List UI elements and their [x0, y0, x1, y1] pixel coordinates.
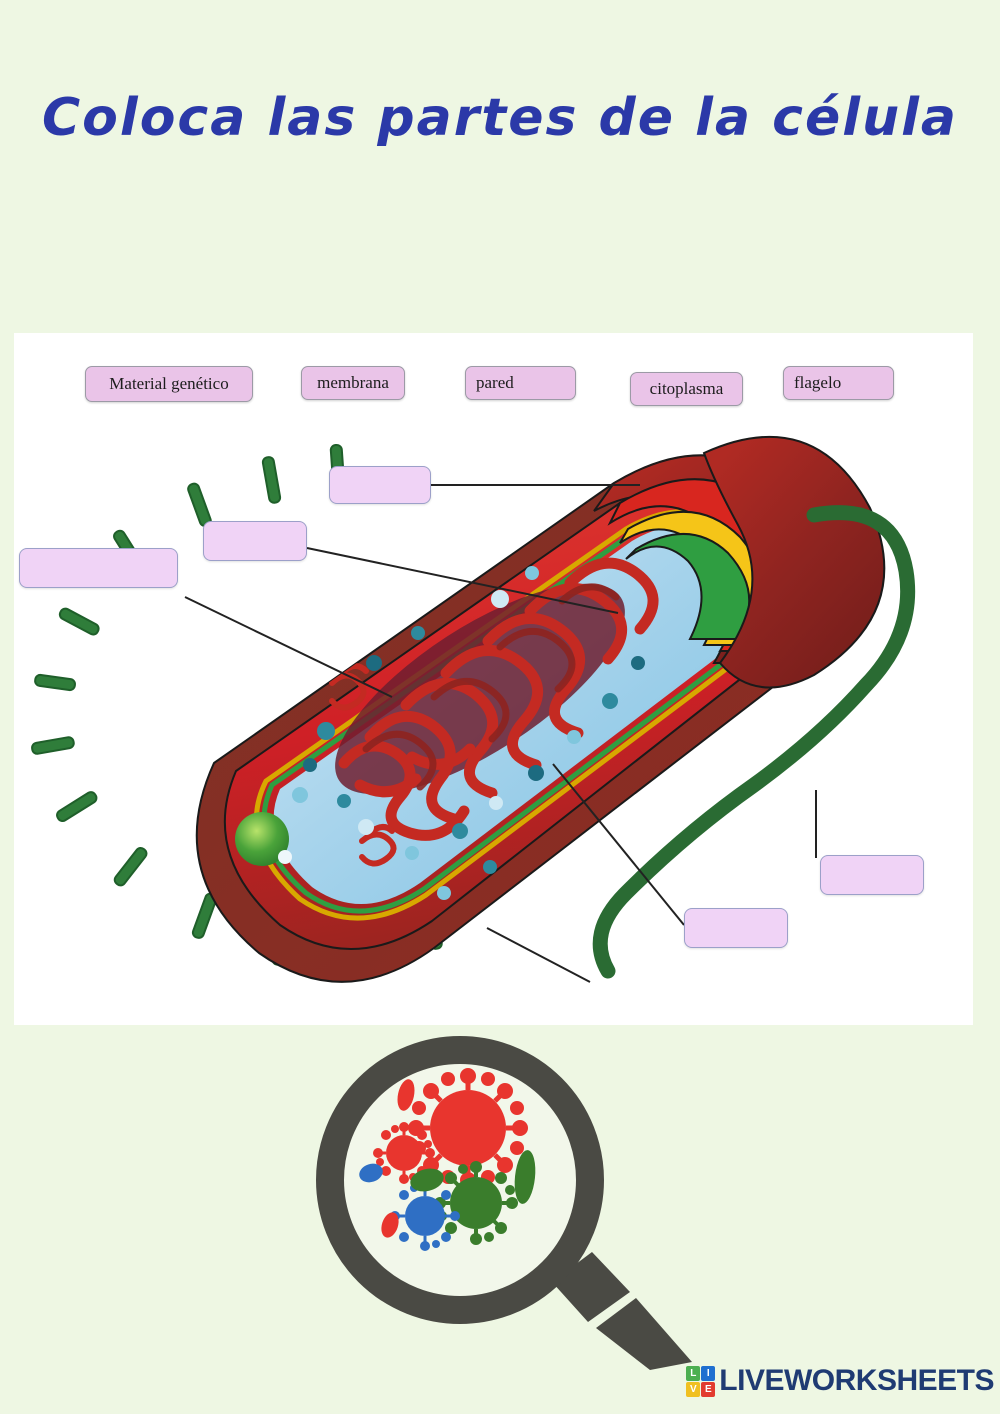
bacillus-red-top	[397, 1079, 415, 1111]
drop-target-upper-left[interactable]	[203, 521, 307, 561]
leader-pili	[486, 927, 591, 983]
word-chip-pared[interactable]: pared	[465, 366, 576, 400]
drop-target-top[interactable]	[329, 466, 431, 504]
logo-tile-l: L	[686, 1365, 701, 1381]
magnifier-frame	[316, 1036, 604, 1324]
bacillus-blue-left	[359, 1163, 383, 1183]
word-chip-membrana[interactable]: membrana	[301, 366, 405, 400]
drop-target-bottom-right[interactable]	[684, 908, 788, 948]
virus-green	[434, 1161, 518, 1245]
bacillus-red-low	[381, 1212, 399, 1238]
logo-wordmark: LIVEWORKSHEETS	[719, 1364, 994, 1397]
magnifier-handle	[552, 1252, 692, 1370]
word-chip-flagelo[interactable]: flagelo	[783, 366, 894, 400]
word-chip-label: flagelo	[794, 373, 842, 392]
storage-granule	[235, 812, 289, 866]
leader-lines	[184, 484, 817, 983]
leader-genetico	[184, 596, 393, 698]
flagellum	[592, 505, 916, 979]
leader-membrana	[306, 547, 619, 614]
bacteria-cutaway-diagram	[31, 435, 916, 983]
logo-tile-e: E	[701, 1381, 716, 1397]
word-chip-label: Material genético	[109, 374, 229, 393]
logo-tile-v: V	[686, 1381, 701, 1397]
bacillus-green-mid	[410, 1168, 444, 1192]
drop-target-right[interactable]	[820, 855, 924, 895]
word-chip-label: pared	[476, 373, 514, 392]
page-title: Coloca las partes de la célula	[41, 88, 959, 148]
leader-citoplasma	[552, 763, 685, 926]
bacillus-green-right	[514, 1150, 536, 1204]
word-chip-label: membrana	[317, 373, 389, 392]
word-chip-material-genetico[interactable]: Material genético	[85, 366, 253, 402]
capsule-end-bulge	[702, 435, 886, 689]
logo-tile-i: I	[701, 1365, 716, 1381]
ribosomes	[292, 566, 645, 900]
virus-small-red	[373, 1122, 435, 1184]
virus-blue	[390, 1181, 460, 1251]
nucleoid-dna	[335, 557, 659, 841]
logo-tiles: L I V E	[686, 1365, 716, 1397]
word-chip-label: citoplasma	[649, 379, 724, 398]
drop-target-far-left[interactable]	[19, 548, 178, 588]
word-chip-citoplasma[interactable]: citoplasma	[630, 372, 743, 406]
liveworksheets-logo: L I V E LIVEWORKSHEETS	[686, 1364, 994, 1398]
magnifying-glass-microbes	[316, 1036, 692, 1370]
